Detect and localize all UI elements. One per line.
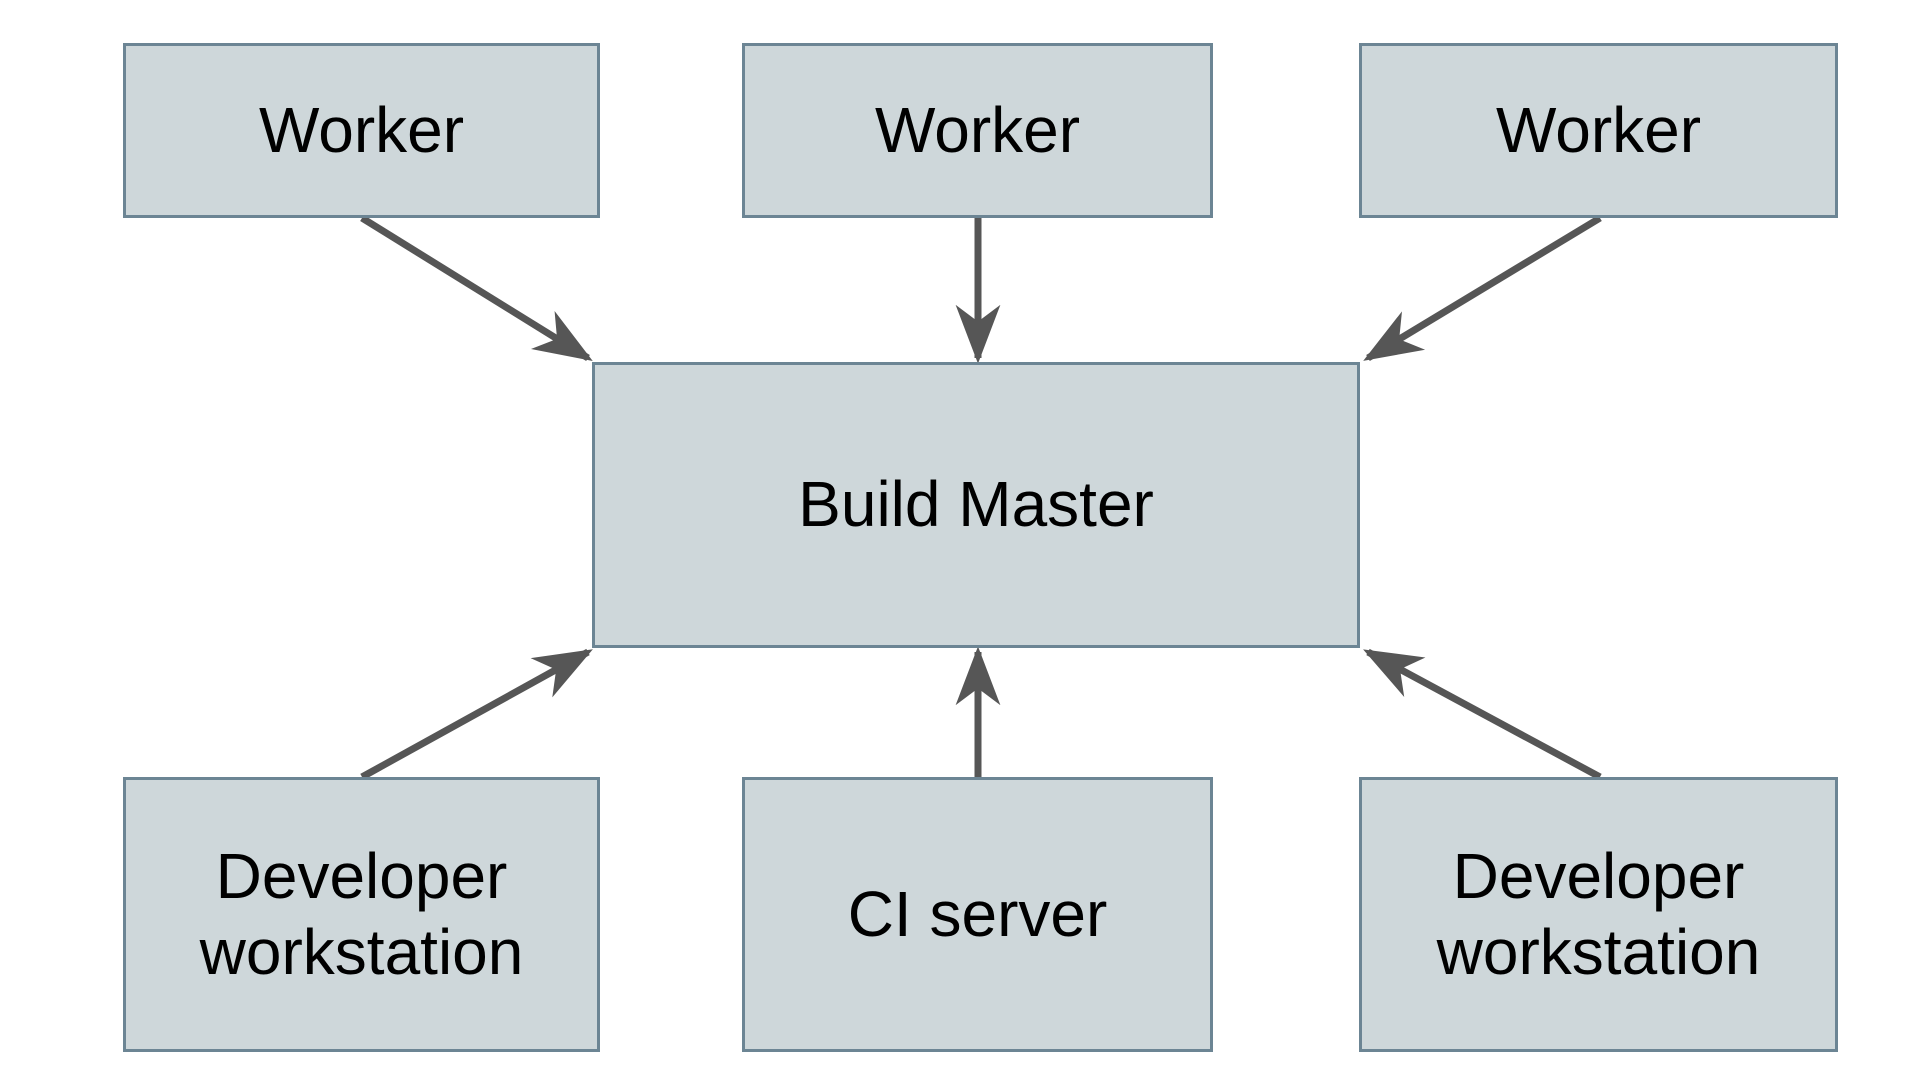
node-worker-3-label: Worker: [1495, 93, 1702, 166]
edge-dev-ws-2-to-build-master: [1363, 648, 1602, 781]
node-developer-workstation-left-label: Developer workstation: [199, 839, 524, 988]
node-worker-2-label: Worker: [874, 93, 1081, 166]
edge-worker-3-to-build-master: [1363, 215, 1602, 361]
node-developer-workstation-right-label: Developer workstation: [1436, 839, 1761, 988]
node-build-master-label: Build Master: [798, 468, 1154, 541]
node-ci-server-label: CI server: [847, 877, 1108, 950]
node-build-master[interactable]: Build Master: [592, 362, 1360, 648]
edge-dev-ws-1-to-build-master: [360, 648, 593, 781]
node-worker-1[interactable]: Worker: [123, 43, 600, 218]
node-worker-2[interactable]: Worker: [742, 43, 1213, 218]
node-worker-1-label: Worker: [258, 93, 465, 166]
node-ci-server[interactable]: CI server: [742, 777, 1213, 1052]
edge-worker-1-to-build-master: [360, 215, 593, 361]
node-developer-workstation-left[interactable]: Developer workstation: [123, 777, 600, 1052]
node-developer-workstation-right[interactable]: Developer workstation: [1359, 777, 1838, 1052]
node-worker-3[interactable]: Worker: [1359, 43, 1838, 218]
